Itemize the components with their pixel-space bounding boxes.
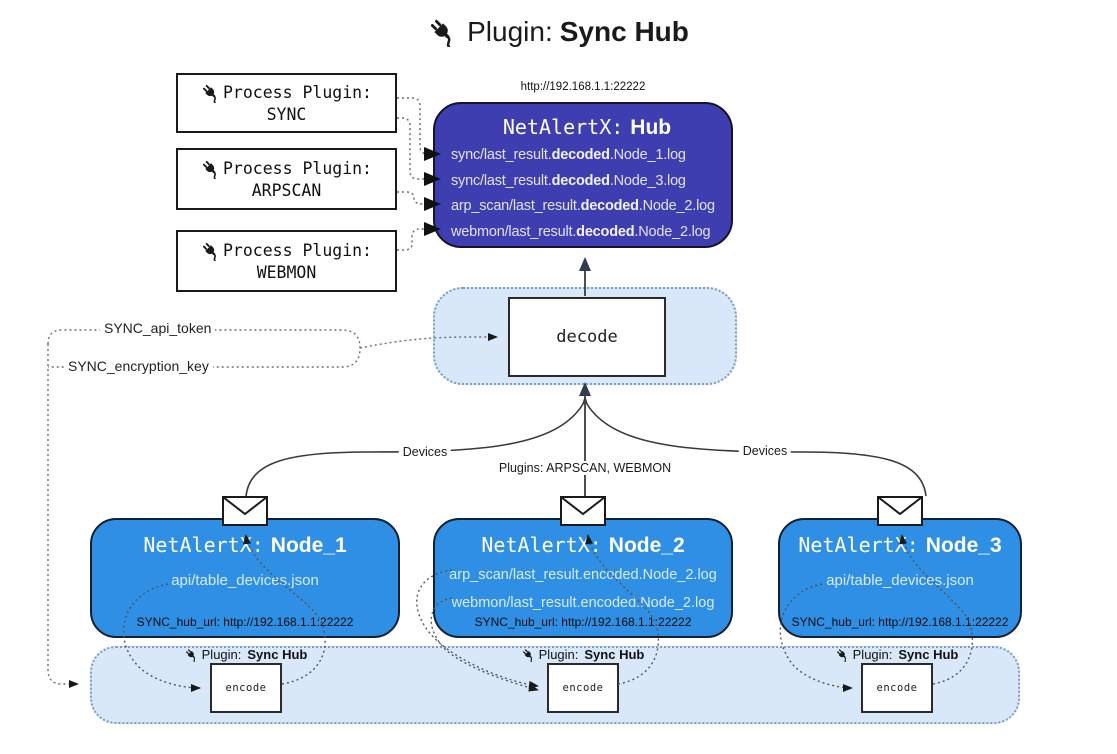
hub-box: NetAlertX: Hub sync/last_result.decoded.N… <box>433 102 733 248</box>
hub-title: NetAlertX: Hub <box>451 114 723 141</box>
process-plugin-connectors <box>397 97 430 251</box>
node-hub-url: SYNC_hub_url: http://192.168.1.1:22222 <box>474 615 692 629</box>
process-plugin-box-webmon: Process Plugin: WEBMON <box>176 230 397 292</box>
node-title: NetAlertX:Node_2 <box>481 533 685 557</box>
hub-log-line: arp_scan/last_result.decoded.Node_2.log <box>451 198 715 214</box>
connector-sync-to-hub-2 <box>397 117 430 180</box>
process-plugin-box-sync: Process Plugin: SYNC <box>176 73 397 133</box>
node-files: arp_scan/last_result.encoded.Node_2.log … <box>435 561 731 617</box>
plug-icon <box>201 159 221 179</box>
sync-api-token-label: SYNC_api_token <box>100 320 216 336</box>
encode-box: encode <box>861 663 933 713</box>
connector-webmon-to-hub <box>397 228 430 251</box>
node-file: arp_scan/last_result.encoded.Node_2.log <box>449 567 717 583</box>
hub-url-label: http://192.168.1.1:22222 <box>520 81 646 93</box>
node-file: api/table_devices.json <box>171 572 319 589</box>
plug-icon <box>201 241 221 261</box>
process-plugin-name: SYNC <box>266 104 307 124</box>
node-file: webmon/last_result.encoded.Node_2.log <box>451 595 715 611</box>
plug-icon <box>836 648 850 662</box>
process-plugin-label: Process Plugin: <box>222 241 372 260</box>
hub-title-name: Hub <box>630 116 672 139</box>
node-title: NetAlertX:Node_1 <box>143 533 347 557</box>
process-plugin-label: Process Plugin: <box>222 159 372 178</box>
connector-arpscan-to-hub <box>397 191 430 205</box>
plug-icon <box>522 648 536 662</box>
hub-log-line: webmon/last_result.decoded.Node_2.log <box>451 223 711 240</box>
node-hub-url: SYNC_hub_url: http://192.168.1.1:22222 <box>136 615 354 629</box>
plug-icon <box>428 17 458 47</box>
devices-label-right: Devices <box>738 444 792 458</box>
node-title: NetAlertX:Node_3 <box>798 533 1002 557</box>
hub-title-prefix: NetAlertX: <box>502 115 624 139</box>
plug-icon <box>185 648 199 662</box>
process-plugin-box-arpscan: Process Plugin: ARPSCAN <box>176 148 397 210</box>
node-box-node1: NetAlertX:Node_1 api/table_devices.json … <box>90 518 400 638</box>
encode-box: encode <box>210 663 282 713</box>
node-file: api/table_devices.json <box>826 572 974 589</box>
encode-box: encode <box>547 663 619 713</box>
process-plugin-name: WEBMON <box>256 262 317 282</box>
hub-log-line: sync/last_result.decoded.Node_3.log <box>451 172 686 189</box>
page-title-text: Plugin:Sync Hub <box>467 16 689 48</box>
node-box-node3: NetAlertX:Node_3 api/table_devices.json … <box>778 518 1022 638</box>
connector-key-to-encode-band <box>47 344 79 688</box>
page-title: Plugin:Sync Hub <box>0 16 1117 48</box>
hub-log-line: sync/last_result.decoded.Node_1.log <box>451 147 686 163</box>
node-box-node2: NetAlertX:Node_2 arp_scan/last_result.en… <box>433 518 733 638</box>
node-files: api/table_devices.json <box>780 567 1020 594</box>
encoder-label: Plugin:Sync Hub <box>185 647 307 662</box>
process-plugin-name: ARPSCAN <box>251 180 322 200</box>
decode-box: decode <box>508 297 666 377</box>
devices-label-left: Devices <box>398 445 452 459</box>
process-plugin-label: Process Plugin: <box>222 83 372 102</box>
title-name: Sync Hub <box>559 16 689 47</box>
devices-curves <box>245 397 927 497</box>
node-hub-url: SYNC_hub_url: http://192.168.1.1:22222 <box>791 615 1009 629</box>
encoder-label: Plugin:Sync Hub <box>836 647 958 662</box>
node-files: api/table_devices.json <box>92 567 398 594</box>
plug-icon <box>201 83 221 103</box>
sync-encryption-key-label: SYNC_encryption_key <box>64 358 213 374</box>
connector-sync-to-hub-1 <box>397 97 430 155</box>
title-label: Plugin: <box>467 16 553 47</box>
encoder-label: Plugin:Sync Hub <box>522 647 644 662</box>
plugins-arpscan-webmon-label: Plugins: ARPSCAN, WEBMON <box>494 461 676 475</box>
